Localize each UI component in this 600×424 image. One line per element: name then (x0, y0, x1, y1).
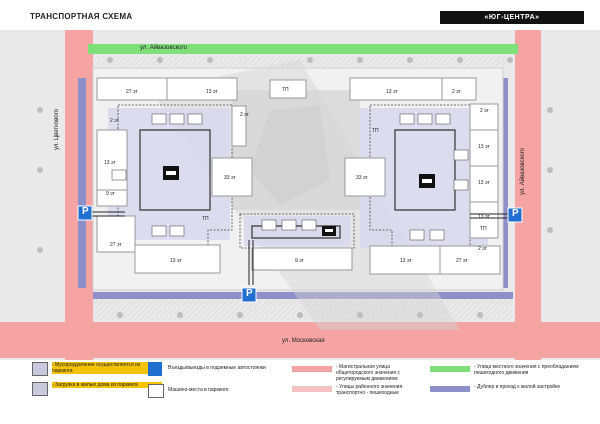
ramp-loop-west (139, 129, 211, 211)
trees (37, 57, 553, 318)
legend-main-street-swatch (292, 366, 332, 372)
bld-label-nw-mid-right: 2 эт (240, 112, 249, 118)
bld-tp-north (269, 79, 307, 99)
legend-service-road-text: - Дублер и проезд к жилой застройке (474, 384, 561, 390)
legend-waste-text: - Мусороудаление осуществляется из парки… (52, 362, 162, 374)
plaza-sculpture (250, 105, 330, 205)
street-label-west: ул. Цветкового (54, 108, 60, 150)
bld-label-nw-top-right: 13 эт (206, 89, 218, 95)
garbage-truck-icon (163, 166, 435, 236)
bld-label-nw-mid: 2 эт (110, 118, 119, 124)
bld-label-tp-2: ТП (202, 216, 209, 222)
street-north (88, 44, 518, 54)
service-road-south (93, 292, 513, 299)
street-label-east: ул. Айвазовского (520, 147, 526, 195)
parking-sign-west-label: P (82, 206, 89, 217)
bld-ne-right-0 (469, 103, 499, 131)
bld-ne-right-3 (469, 201, 499, 239)
bld-label-ne-top-left: 13 эт (386, 89, 398, 95)
bld-label-nw-left-upper: 13 эт (104, 160, 116, 166)
legend-district-street-swatch (292, 386, 332, 392)
bld-label-ne-right-1: 13 эт (478, 144, 490, 150)
legend-spaces-icon (148, 384, 164, 398)
buildings (96, 77, 501, 275)
bld-ne-right-2 (469, 165, 499, 203)
parking-sign-icon (77, 205, 523, 303)
bld-label-nw-tower: 33 эт (224, 175, 236, 181)
legend-loading-icon (32, 382, 48, 396)
bld-center-bottom (251, 247, 353, 271)
bld-nw-left-bottom (96, 215, 136, 253)
parking-sign-south-label: P (246, 288, 253, 299)
bld-label-ne-top-right: 2 эт (452, 89, 461, 95)
legend-local-street-text: - Улица местного значения с преобладание… (474, 364, 579, 376)
brand-badge: «ЮГ-ЦЕНТРА» (440, 11, 584, 24)
bld-label-center-bottom: 9 эт (295, 258, 304, 264)
legend-main-street-text: - Магистральная улица общегородского зна… (336, 364, 401, 382)
bld-label-nw-left-lower: 9 эт (106, 191, 115, 197)
bld-nw-annex (231, 105, 247, 147)
bld-label-ne-tower: 33 эт (356, 175, 368, 181)
legend-service-road-swatch (430, 386, 470, 392)
bld-ne-bottom-right (439, 245, 501, 275)
bld-label-nw-bottom: 13 эт (170, 258, 182, 264)
bld-label-ne-right-3: 13 эт (478, 214, 490, 220)
legend: - Мусороудаление осуществляется из парки… (30, 362, 590, 422)
legend-waste-icon (32, 362, 48, 376)
bld-label-ne-bottom-left: 13 эт (400, 258, 412, 264)
bld-label-ne-low: 2 эт (478, 246, 487, 252)
parking-sign-east-label: P (512, 208, 519, 219)
bld-nw-left-low (96, 189, 128, 207)
street-east (515, 30, 541, 360)
legend-local-street-swatch (430, 366, 470, 372)
ramp-loop-east (394, 129, 456, 211)
legend-district-street-text: - Улицы районного значения транспортно -… (336, 384, 403, 396)
bld-ne-top-right (441, 77, 477, 101)
bld-label-ne-right-2: 13 эт (478, 180, 490, 186)
bld-ne-bottom-left (369, 245, 441, 275)
bld-label-tp-4: ТП (480, 226, 487, 232)
service-road-west (78, 78, 86, 288)
sidewalk-south (93, 300, 513, 320)
street-south (0, 322, 600, 358)
legend-entries-icon (148, 362, 162, 376)
page-title: ТРАНСПОРТНАЯ СХЕМА (30, 12, 133, 21)
parking-outline-center (239, 213, 355, 249)
site-map (0, 30, 600, 360)
bld-nw-bottom (134, 244, 221, 274)
street-label-north: ул. Айвазовского (140, 45, 188, 51)
bld-nw-tower (211, 157, 253, 197)
bld-label-ne-bottom-right: 27 эт (456, 258, 468, 264)
bld-label-tp-3: ТП (372, 128, 379, 134)
bld-label-nw-top-left: 27 эт (126, 89, 138, 95)
service-road-east (500, 78, 508, 288)
bld-label-ne-mid: 2 эт (480, 108, 489, 114)
legend-entries-text: Въезды/выезды в подземные автостоянки (168, 365, 266, 371)
bld-nw-top-right (166, 77, 238, 101)
legend-loading-text: - Загрузка в жилые дома из паркинга (52, 382, 162, 388)
bld-label-nw-left-bottom: 27 эт (110, 242, 122, 248)
bld-ne-right-1 (469, 129, 499, 167)
entry-paths (90, 211, 508, 285)
bld-ne-tower (344, 157, 386, 197)
street-label-south: ул. Московская (282, 338, 325, 344)
sidewalk-north (93, 56, 513, 66)
legend-spaces-text: Машино-места в паркинге (168, 387, 229, 393)
parking-car-icons (111, 113, 469, 241)
bld-label-tp-1: ТП (282, 87, 289, 93)
